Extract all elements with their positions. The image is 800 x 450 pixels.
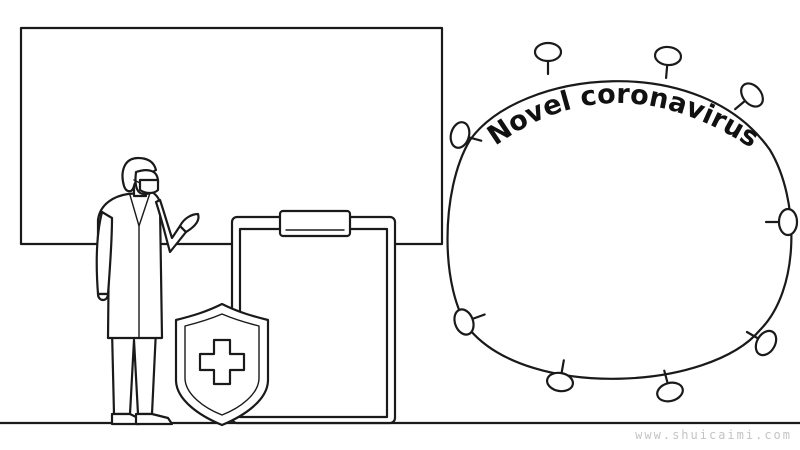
shield-inner (184, 313, 260, 416)
virus-spike-head (453, 308, 475, 336)
virus-spike-stem (466, 135, 483, 142)
virus-spike-head (653, 45, 683, 67)
shield-plus-icon (174, 302, 270, 427)
doctor-coat (96, 190, 164, 340)
virus-spike-head (656, 381, 684, 403)
doctor-legs (110, 328, 158, 416)
doctor-shoe-right (134, 412, 174, 426)
doctor-hand-left (96, 292, 110, 302)
clipboard-clip (278, 209, 352, 238)
doctor-arm-left (95, 210, 114, 296)
virus-spike-head (533, 41, 563, 63)
virus-spike-stem (734, 99, 747, 111)
virus-spike-stem (664, 62, 669, 80)
virus-spike-stem (745, 330, 761, 341)
virus-spike-head (740, 82, 764, 108)
virus-spike-head (449, 121, 471, 149)
virus-icon: Novel coronavirus (446, 41, 799, 403)
blackboard (19, 26, 444, 246)
virus-spike-stem (663, 369, 670, 386)
virus-spike-stem (560, 359, 565, 376)
doctor-mask (138, 178, 160, 195)
watermark-text: www.shuicaimi.com (635, 428, 792, 442)
virus-spike-head (754, 329, 778, 357)
plus-icon (198, 338, 246, 386)
virus-spike-head (546, 371, 574, 393)
virus-body (446, 80, 793, 380)
virus-spikes (449, 41, 799, 403)
doctor-figure (95, 156, 200, 426)
virus-spike-stem (470, 313, 486, 321)
virus-spike-head (777, 207, 799, 237)
doctor-hand-right (178, 212, 200, 234)
doctor-mask-strap (133, 179, 141, 184)
